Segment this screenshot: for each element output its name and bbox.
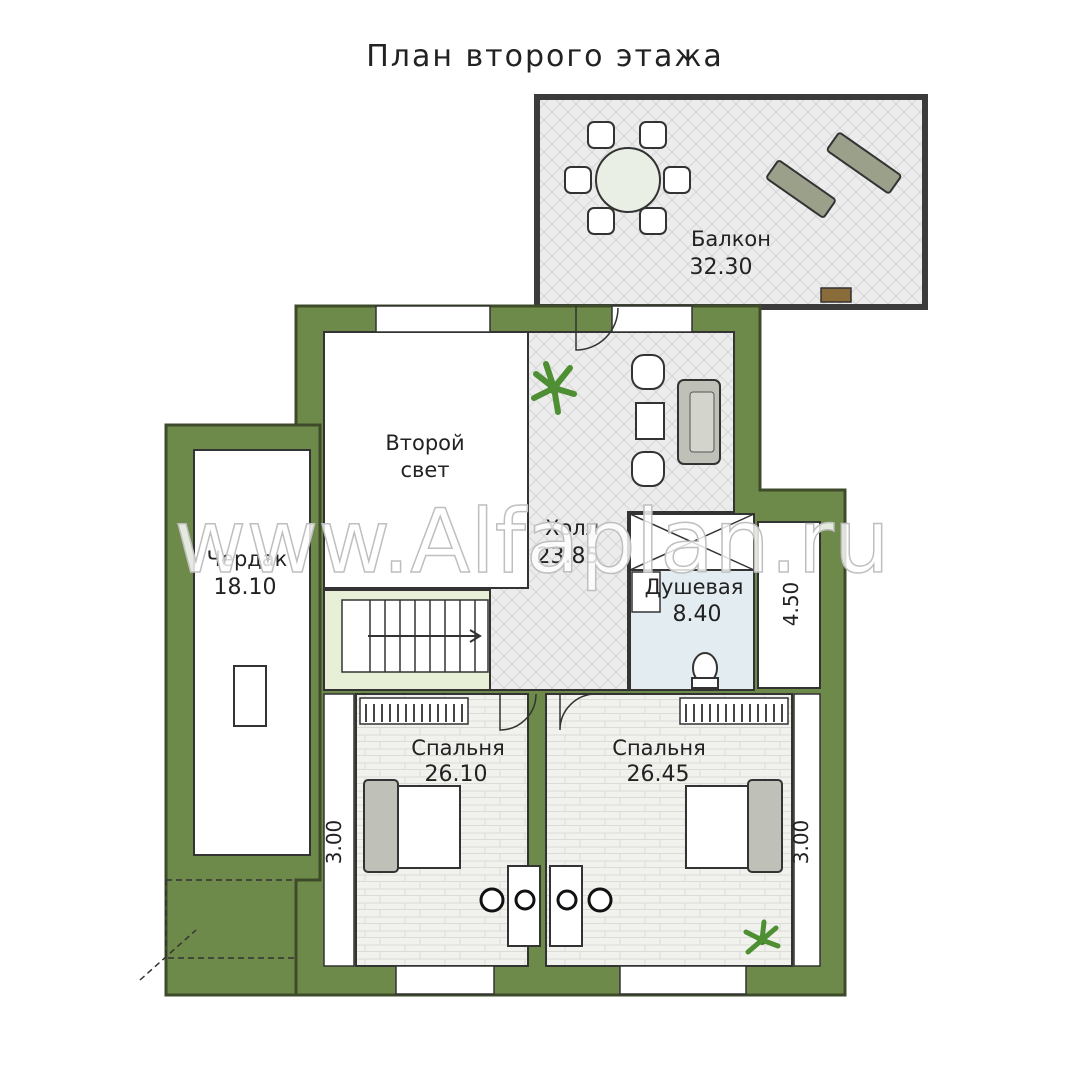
second-light-name-1: Второй xyxy=(385,431,464,455)
bedroom-left-name: Спальня xyxy=(411,736,504,760)
bed-icon xyxy=(363,779,461,873)
bed-icon xyxy=(685,779,783,873)
bedroom-right-area: 26.45 xyxy=(627,762,690,787)
sink-icon xyxy=(631,571,661,613)
desk-icon xyxy=(479,865,613,947)
watermark: www.Alfaplan.ru xyxy=(174,490,889,593)
hall: Холл 23.85 xyxy=(489,331,735,691)
door-icon xyxy=(499,306,619,731)
second-light: Второй свет xyxy=(323,331,529,589)
attic-area: 18.10 xyxy=(214,575,277,600)
coffee-table-icon xyxy=(635,402,665,440)
bedroom-right-name: Спальня xyxy=(612,736,705,760)
window-icon xyxy=(375,305,747,995)
fireplace-icon xyxy=(820,287,852,303)
balcony-name: Балкон xyxy=(691,227,771,251)
shower-icon xyxy=(629,513,755,571)
plan-title: План второго этажа xyxy=(366,39,724,74)
hatch-icon xyxy=(233,665,267,727)
toilet-icon xyxy=(691,652,719,689)
stair-icon xyxy=(323,589,491,691)
left-dimension: 3.00 xyxy=(322,820,346,865)
balcony-area: 32.30 xyxy=(690,255,753,280)
balcony: Балкон 32.30 xyxy=(534,94,928,310)
bedroom-right: Спальня 26.45 xyxy=(545,693,793,967)
bedroom-left-area: 26.10 xyxy=(425,762,488,787)
dining-table-icon xyxy=(564,121,691,235)
shower-area: 8.40 xyxy=(673,602,722,627)
sun-lounger-icon xyxy=(766,132,902,218)
attic: Чердак 18.10 xyxy=(193,449,311,856)
side-dimension: 4.50 xyxy=(779,582,803,627)
right-dimension: 3.00 xyxy=(789,820,813,865)
shower: Душевая 8.40 xyxy=(629,569,755,691)
left-corridor xyxy=(323,693,355,967)
attic-name: Чердак xyxy=(207,547,288,571)
sofa-icon xyxy=(677,379,721,465)
plant-icon xyxy=(743,919,781,955)
armchair-icon xyxy=(631,354,665,487)
second-light-name-2: свет xyxy=(400,458,449,482)
right-corridor xyxy=(793,693,821,967)
hall-name: Холл xyxy=(545,516,599,540)
bedroom-left: Спальня 26.10 xyxy=(355,693,529,967)
plant-icon xyxy=(531,361,577,415)
shower-name: Душевая xyxy=(645,575,744,599)
hall-area: 23.85 xyxy=(537,544,600,569)
exterior-ladder xyxy=(139,879,296,981)
side-room: 4.50 xyxy=(757,521,821,689)
